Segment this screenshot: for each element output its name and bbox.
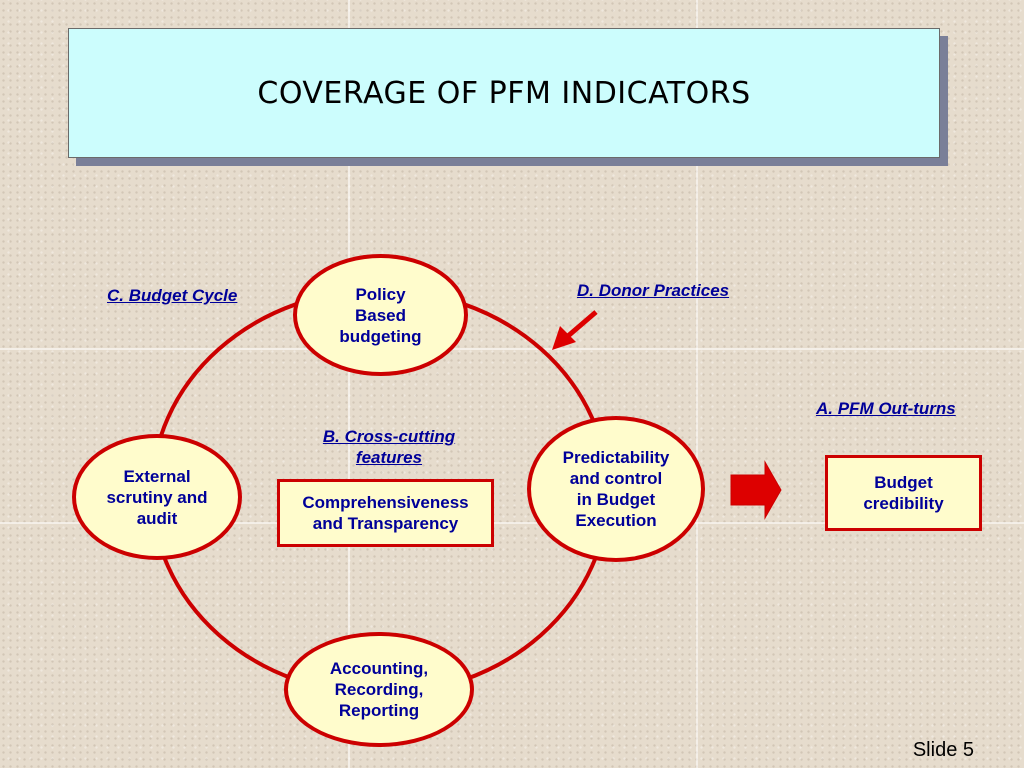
box-label: Comprehensiveness and Transparency: [302, 493, 469, 533]
background-gridline: [0, 522, 1024, 524]
title-box: COVERAGE OF PFM INDICATORS: [68, 28, 940, 158]
node-external-scrutiny-audit: External scrutiny and audit: [72, 434, 242, 560]
slide-number: Slide 5: [912, 739, 974, 761]
node-predictability-control: Predictability and control in Budget Exe…: [527, 416, 705, 562]
label-budget-cycle: C. Budget Cycle: [107, 286, 238, 305]
box-label: Budget credibility: [863, 473, 944, 513]
slide-title: COVERAGE OF PFM INDICATORS: [257, 75, 751, 111]
right-block-arrow-icon: [730, 460, 782, 520]
node-policy-based-budgeting: Policy Based budgeting: [293, 254, 468, 376]
background-gridline: [696, 0, 698, 768]
node-label: Predictability and control in Budget Exe…: [562, 448, 670, 530]
node-label: Policy Based budgeting: [339, 284, 422, 346]
box-budget-credibility: Budget credibility: [825, 455, 982, 531]
background-gridline: [348, 0, 350, 768]
node-accounting-recording-reporting: Accounting, Recording, Reporting: [284, 632, 474, 747]
node-label: External scrutiny and audit: [106, 466, 208, 528]
donor-practices-arrow-icon: [552, 310, 598, 350]
label-cross-cutting-features: B. Cross-cutting features: [322, 427, 456, 467]
node-label: Accounting, Recording, Reporting: [329, 659, 429, 720]
label-donor-practices: D. Donor Practices: [577, 281, 730, 300]
box-comprehensiveness-transparency: Comprehensiveness and Transparency: [277, 479, 494, 547]
label-pfm-outturns: A. PFM Out-turns: [816, 399, 956, 418]
background-gridline: [0, 348, 1024, 350]
